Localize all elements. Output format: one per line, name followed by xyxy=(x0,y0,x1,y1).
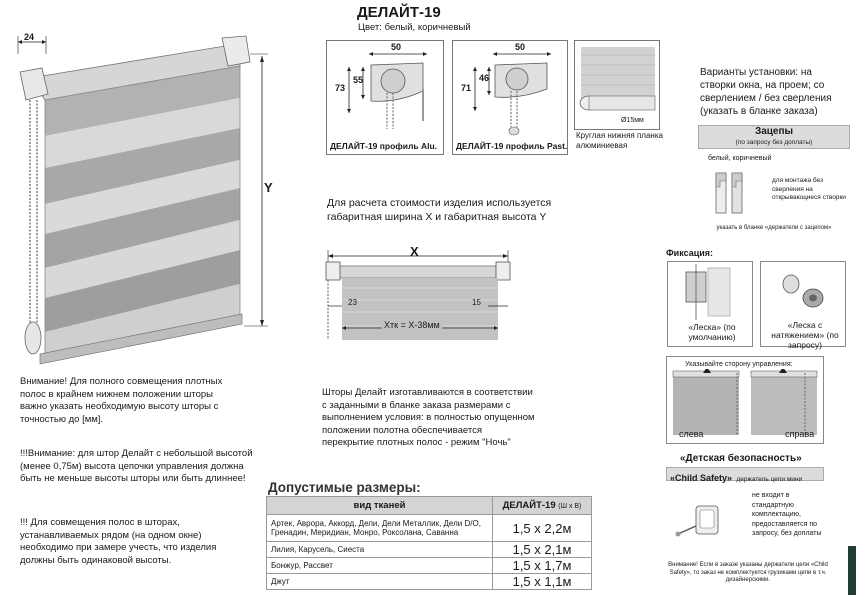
child-safety-badge-suffix: держатель цепи мини xyxy=(736,476,803,483)
note-chain-length: !!!Внимание: для штор Делайт с небольшой… xyxy=(20,448,253,484)
col-fabric-header: вид тканей xyxy=(266,496,493,515)
fixation-title: Фиксация: xyxy=(666,248,714,258)
main-blind-illustration: 24 Y xyxy=(0,28,290,368)
child-safety-badge-name: «Child Safety» xyxy=(670,473,733,483)
calc-note: Для расчета стоимости изделия использует… xyxy=(327,197,552,223)
profile-alu-h-inner: 55 xyxy=(353,75,364,85)
color-note: Цвет: белый, коричневый xyxy=(358,22,471,33)
manufacture-note: Шторы Делайт изготавливаются в соответст… xyxy=(322,387,535,448)
control-side-note: Указывайте сторону управления: xyxy=(685,361,793,368)
control-side-right: справа xyxy=(785,429,815,439)
profile-past-diagram: 50 71 46 ДЕЛАЙТ-19 профиль Past. xyxy=(452,40,568,155)
sizes-header-row: вид тканей ДЕЛАЙТ-19 (Ш х В) xyxy=(266,496,592,515)
col-model-header: ДЕЛАЙТ-19 (Ш х В) xyxy=(492,496,592,515)
fixation-option-default[interactable]: «Леска» (по умолчанию) xyxy=(667,261,753,347)
col-model-sub: (Ш х В) xyxy=(558,503,582,510)
clips-subtitle: (по запросу без доплаты) xyxy=(735,139,813,146)
fabric-cell: Джут xyxy=(266,573,493,590)
note-height-precision: Внимание! Для полного совмещения плотных… xyxy=(20,376,223,425)
bottom-bar-caption: Круглая нижняя планка алюминиевая xyxy=(576,131,663,150)
tension-line-icon xyxy=(782,274,824,308)
profile-past-drawing xyxy=(473,52,551,136)
table-row: Артек, Аврора, Аккорд, Дели, Дели Металл… xyxy=(266,514,592,542)
clips-order-note: указать в бланке «держатели с зацепом» xyxy=(716,225,832,231)
profile-alu-h-outer: 73 xyxy=(335,83,346,93)
child-safety-badge: «Child Safety» держатель цепи мини xyxy=(666,467,824,483)
product-title: ДЕЛАЙТ-19 xyxy=(357,4,441,21)
col-model-name: ДЕЛАЙТ-19 xyxy=(502,500,556,511)
bottom-bar-photo: Ø15мм xyxy=(574,40,660,130)
width-diagram: X 23 15 Хтк = Х-38мм xyxy=(318,244,518,344)
clips-title: Зацепы xyxy=(754,126,794,137)
note-stripe-alignment: !!! Для совмещения полос в шторах, устан… xyxy=(20,517,217,566)
control-side-diagram: Указывайте сторону управления: слева спр… xyxy=(666,356,824,444)
fixation-option-tension-label: «Леска с натяжением» (по запросу) xyxy=(771,320,839,350)
fabric-width-label: Хтк = Х-38мм xyxy=(382,320,442,330)
fishing-line-icon xyxy=(685,264,731,320)
clips-usage: для монтажа без сверления на открывающие… xyxy=(772,177,846,201)
bottom-bar-drawing xyxy=(579,47,656,111)
child-safety-desc: не входит в стандартную комплектацию, пр… xyxy=(752,492,822,537)
profile-alu-width: 50 xyxy=(391,42,402,52)
profile-past-h-outer: 71 xyxy=(461,83,472,93)
top-width-label: 24 xyxy=(24,32,35,42)
sizes-table: вид тканей ДЕЛАЙТ-19 (Ш х В) Артек, Авро… xyxy=(266,496,592,590)
bottom-bar-diameter: Ø15мм xyxy=(621,117,644,124)
fabric-cell: Бонжур, Рассвет xyxy=(266,557,493,574)
control-side-left: слева xyxy=(679,429,704,439)
clips-section: Зацепы (по запросу без доплаты) белый, к… xyxy=(698,125,850,237)
height-y-label: Y xyxy=(264,180,273,195)
fixation-option-default-label: «Леска» (по умолчанию) xyxy=(688,322,736,342)
install-variants-text: Варианты установки: на створки окна, на … xyxy=(700,67,832,117)
size-cell: 1,5 х 2,1м xyxy=(492,541,592,558)
profile-past-caption: ДЕЛАЙТ-19 профиль Past. xyxy=(456,141,568,151)
clips-colors: белый, коричневый xyxy=(708,155,772,162)
table-row: Бонжур, Рассвет 1,5 х 1,7м xyxy=(266,557,592,574)
child-safety-title: «Детская безопасность» xyxy=(680,453,802,464)
sizes-title: Допустимые размеры: xyxy=(268,480,421,495)
left-offset-label: 23 xyxy=(348,298,357,307)
profile-alu-drawing xyxy=(347,52,427,129)
size-cell: 1,5 х 1,1м xyxy=(492,573,592,590)
page-edge-tab xyxy=(848,546,856,595)
child-safety-holder-icon xyxy=(675,505,719,537)
profile-alu-caption: ДЕЛАЙТ-19 профиль Alu. xyxy=(330,141,437,151)
clips-header: Зацепы (по запросу без доплаты) xyxy=(698,125,850,149)
control-side-drawing xyxy=(672,369,818,435)
fixation-option-tension[interactable]: «Леска с натяжением» (по запросу) xyxy=(760,261,846,350)
profile-alu-diagram: 50 73 55 ДЕЛАЙТ-19 профиль Alu. xyxy=(326,40,444,155)
right-offset-label: 15 xyxy=(472,298,481,307)
profile-past-h-inner: 46 xyxy=(479,73,490,83)
table-row: Джут 1,5 х 1,1м xyxy=(266,573,592,590)
size-cell: 1,5 х 1,7м xyxy=(492,557,592,574)
size-cell: 1,5 х 2,2м xyxy=(492,514,592,542)
profile-past-width: 50 xyxy=(515,42,526,52)
fabric-cell: Артек, Аврора, Аккорд, Дели, Дели Металл… xyxy=(266,514,493,542)
width-x-label: X xyxy=(410,244,419,259)
blind-perspective-drawing xyxy=(17,35,268,365)
clip-hook-icon xyxy=(715,172,743,214)
table-row: Лилия, Карусель, Сиеста 1,5 х 2,1м xyxy=(266,541,592,558)
fabric-cell: Лилия, Карусель, Сиеста xyxy=(266,541,493,558)
child-safety-warning: Внимание! Если в заказе указаны держател… xyxy=(668,562,828,583)
